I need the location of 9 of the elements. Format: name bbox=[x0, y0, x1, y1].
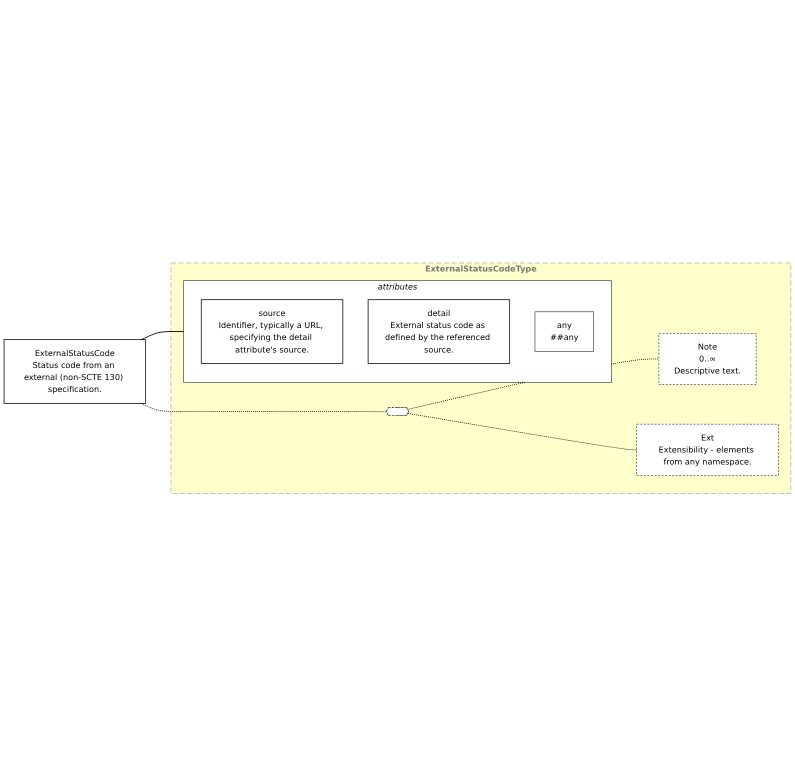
node-box: detail External status code as defined by the referenced source. bbox=[368, 300, 510, 364]
connector bbox=[141, 403, 388, 412]
connector bbox=[408, 413, 638, 451]
node-box: source Identifier, typically a URL, specifying the detail attribute's source. bbox=[200, 300, 344, 364]
node-box: ExternalStatusCode Status code from an external (non-SCTE 130) specification. bbox=[4, 340, 146, 404]
node-box: Ext Extensibility - elements from any namespace. bbox=[636, 424, 779, 476]
connector bbox=[141, 331, 184, 340]
node-box: Note 0..∞ Descriptive text. bbox=[658, 333, 756, 386]
node-box: any ##any bbox=[534, 312, 594, 352]
